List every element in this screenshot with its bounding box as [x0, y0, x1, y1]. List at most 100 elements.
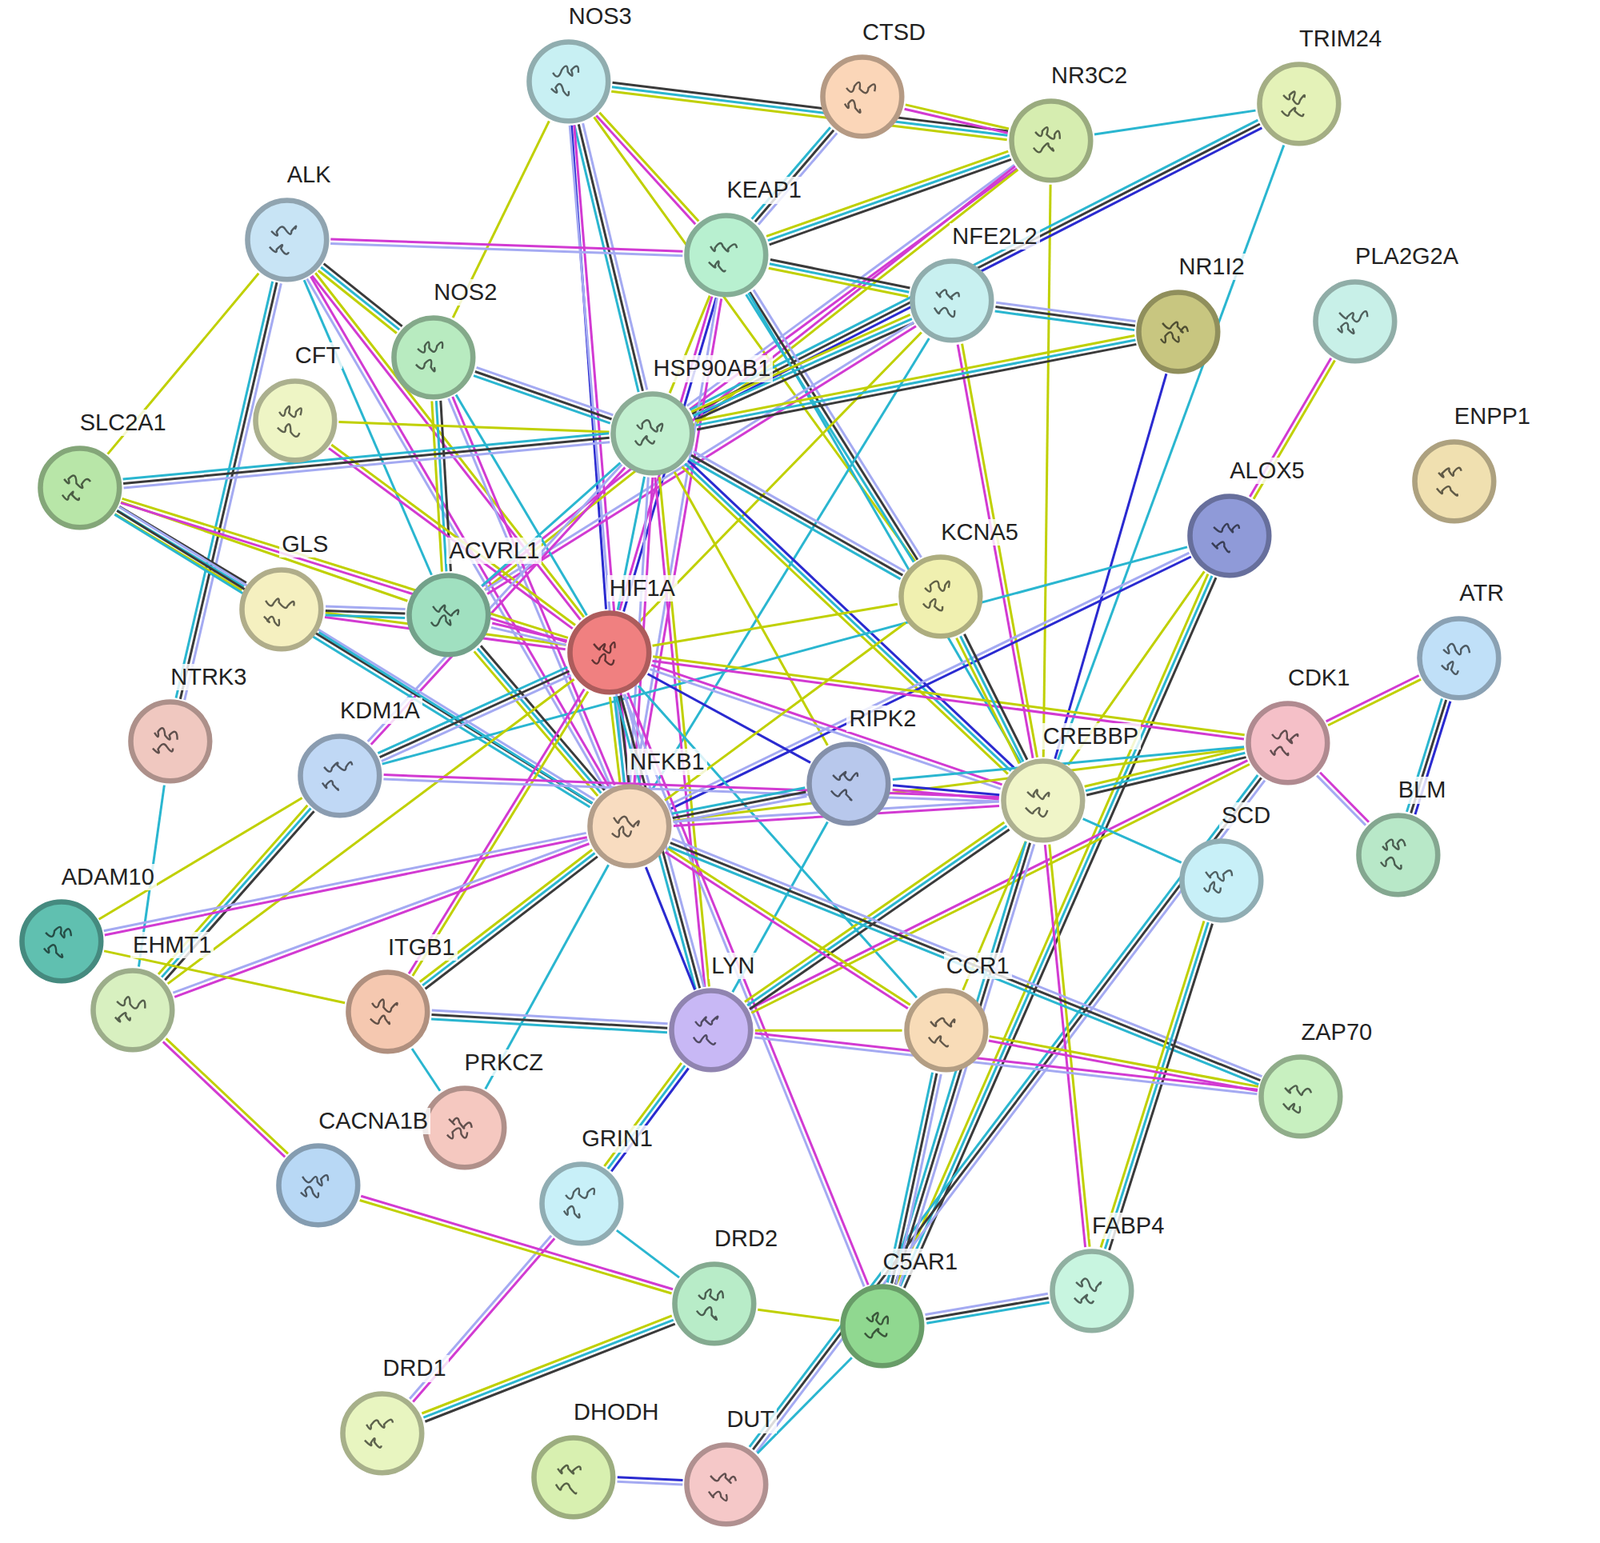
node-disc: [1181, 840, 1261, 920]
evidence-line: [412, 1048, 440, 1092]
evidence-line: [491, 627, 566, 645]
interaction-edge: [611, 82, 1008, 140]
protein-node: KDM1A: [296, 732, 384, 820]
interaction-edge: [988, 1036, 1259, 1092]
interaction-edge: [995, 302, 1136, 330]
interaction-edge: [896, 574, 1216, 1289]
node-disc: [843, 1287, 923, 1367]
node-disc: [343, 1394, 423, 1474]
structure-sketch: [1337, 311, 1368, 334]
evidence-line: [681, 467, 1008, 775]
protein-node: CACNA1B: [274, 1141, 363, 1230]
protein-circle: [1007, 96, 1096, 185]
structure-sketch: [370, 1000, 398, 1025]
protein-node: CREBBP: [999, 756, 1088, 845]
protein-node: ITGB1: [344, 968, 432, 1056]
protein-node: RIPK2: [804, 740, 893, 828]
interaction-edge: [1100, 920, 1212, 1250]
interaction-edge: [757, 1309, 840, 1321]
protein-circle: [17, 897, 106, 986]
protein-circle: [682, 1440, 771, 1529]
structure-sketch: [1204, 870, 1232, 893]
evidence-line: [757, 1357, 852, 1454]
protein-node: ZAP70: [1256, 1052, 1345, 1141]
interaction-edge: [330, 239, 683, 256]
node-label: DUT: [724, 1406, 777, 1433]
node-label: EHMT1: [130, 932, 214, 959]
protein-circle: [344, 968, 432, 1056]
structure-sketch: [923, 581, 950, 612]
structure-sketch: [708, 243, 737, 272]
evidence-line: [668, 847, 1260, 1085]
protein-node: KEAP1: [682, 211, 771, 300]
interaction-edge: [690, 120, 1263, 418]
node-label: CACNA1B: [316, 1108, 431, 1135]
interaction-edge: [312, 272, 584, 620]
interaction-edge: [616, 1230, 680, 1278]
structure-sketch: [364, 1420, 393, 1448]
structure-sketch: [564, 1188, 595, 1219]
evidence-line: [476, 367, 614, 416]
protein-circle: [529, 1433, 618, 1522]
interaction-edge: [104, 832, 588, 936]
protein-node: ACVRL1: [404, 571, 493, 660]
node-label: ACVRL1: [446, 537, 542, 564]
evidence-line: [168, 679, 575, 984]
node-label: KDM1A: [337, 697, 423, 724]
node-disc: [92, 970, 172, 1050]
interaction-edge: [616, 1477, 683, 1485]
node-disc: [255, 380, 335, 460]
interaction-edge: [481, 463, 620, 587]
node-label: GRIN1: [579, 1125, 656, 1152]
evidence-line: [422, 853, 595, 986]
evidence-line: [668, 552, 1189, 806]
structure-sketch: [300, 1175, 328, 1198]
protein-circle: [404, 571, 493, 660]
protein-circle: [565, 608, 654, 697]
evidence-line: [672, 839, 1263, 1077]
interaction-edge: [645, 867, 695, 990]
evidence-line: [964, 634, 1027, 760]
interaction-edge: [652, 656, 1244, 740]
interaction-edge: [594, 116, 916, 561]
protein-circle: [902, 986, 991, 1075]
protein-node: DUT: [682, 1440, 771, 1529]
protein-circle: [1256, 1052, 1345, 1141]
interaction-edge: [1083, 819, 1182, 864]
node-disc: [590, 787, 670, 867]
node-disc: [1052, 1251, 1132, 1331]
evidence-line: [756, 780, 1265, 1453]
node-disc: [1358, 816, 1438, 896]
evidence-line: [989, 1036, 1259, 1088]
node-label: NR1I2: [1176, 253, 1247, 280]
node-label: RIPK2: [846, 705, 919, 732]
node-label: CCR1: [944, 952, 1012, 980]
node-label: NOS3: [566, 3, 635, 30]
evidence-line: [895, 843, 1030, 1285]
structure-sketch: [1436, 468, 1462, 496]
evidence-line: [769, 264, 909, 293]
evidence-line: [924, 1293, 1048, 1315]
evidence-line: [892, 789, 1000, 800]
protein-node: DRD1: [338, 1389, 427, 1478]
interaction-edge: [1316, 772, 1369, 826]
protein-circle: [524, 37, 613, 126]
protein-circle: [88, 966, 177, 1055]
evidence-line: [120, 503, 567, 643]
evidence-line: [693, 451, 905, 572]
protein-circle: [670, 1260, 759, 1348]
node-disc: [672, 991, 752, 1071]
protein-node: NR3C2: [1007, 96, 1096, 185]
protein-circle: [896, 552, 985, 641]
evidence-line: [752, 127, 831, 219]
protein-node: KCNA5: [896, 552, 985, 641]
protein-node: PRKCZ: [420, 1084, 509, 1172]
structure-sketch: [1380, 840, 1406, 870]
protein-circle: [838, 1282, 927, 1371]
structure-sketch: [928, 1018, 954, 1047]
evidence-line: [670, 843, 1261, 1081]
evidence-line: [670, 556, 1192, 810]
evidence-line: [475, 371, 612, 420]
protein-circle: [1311, 277, 1400, 366]
